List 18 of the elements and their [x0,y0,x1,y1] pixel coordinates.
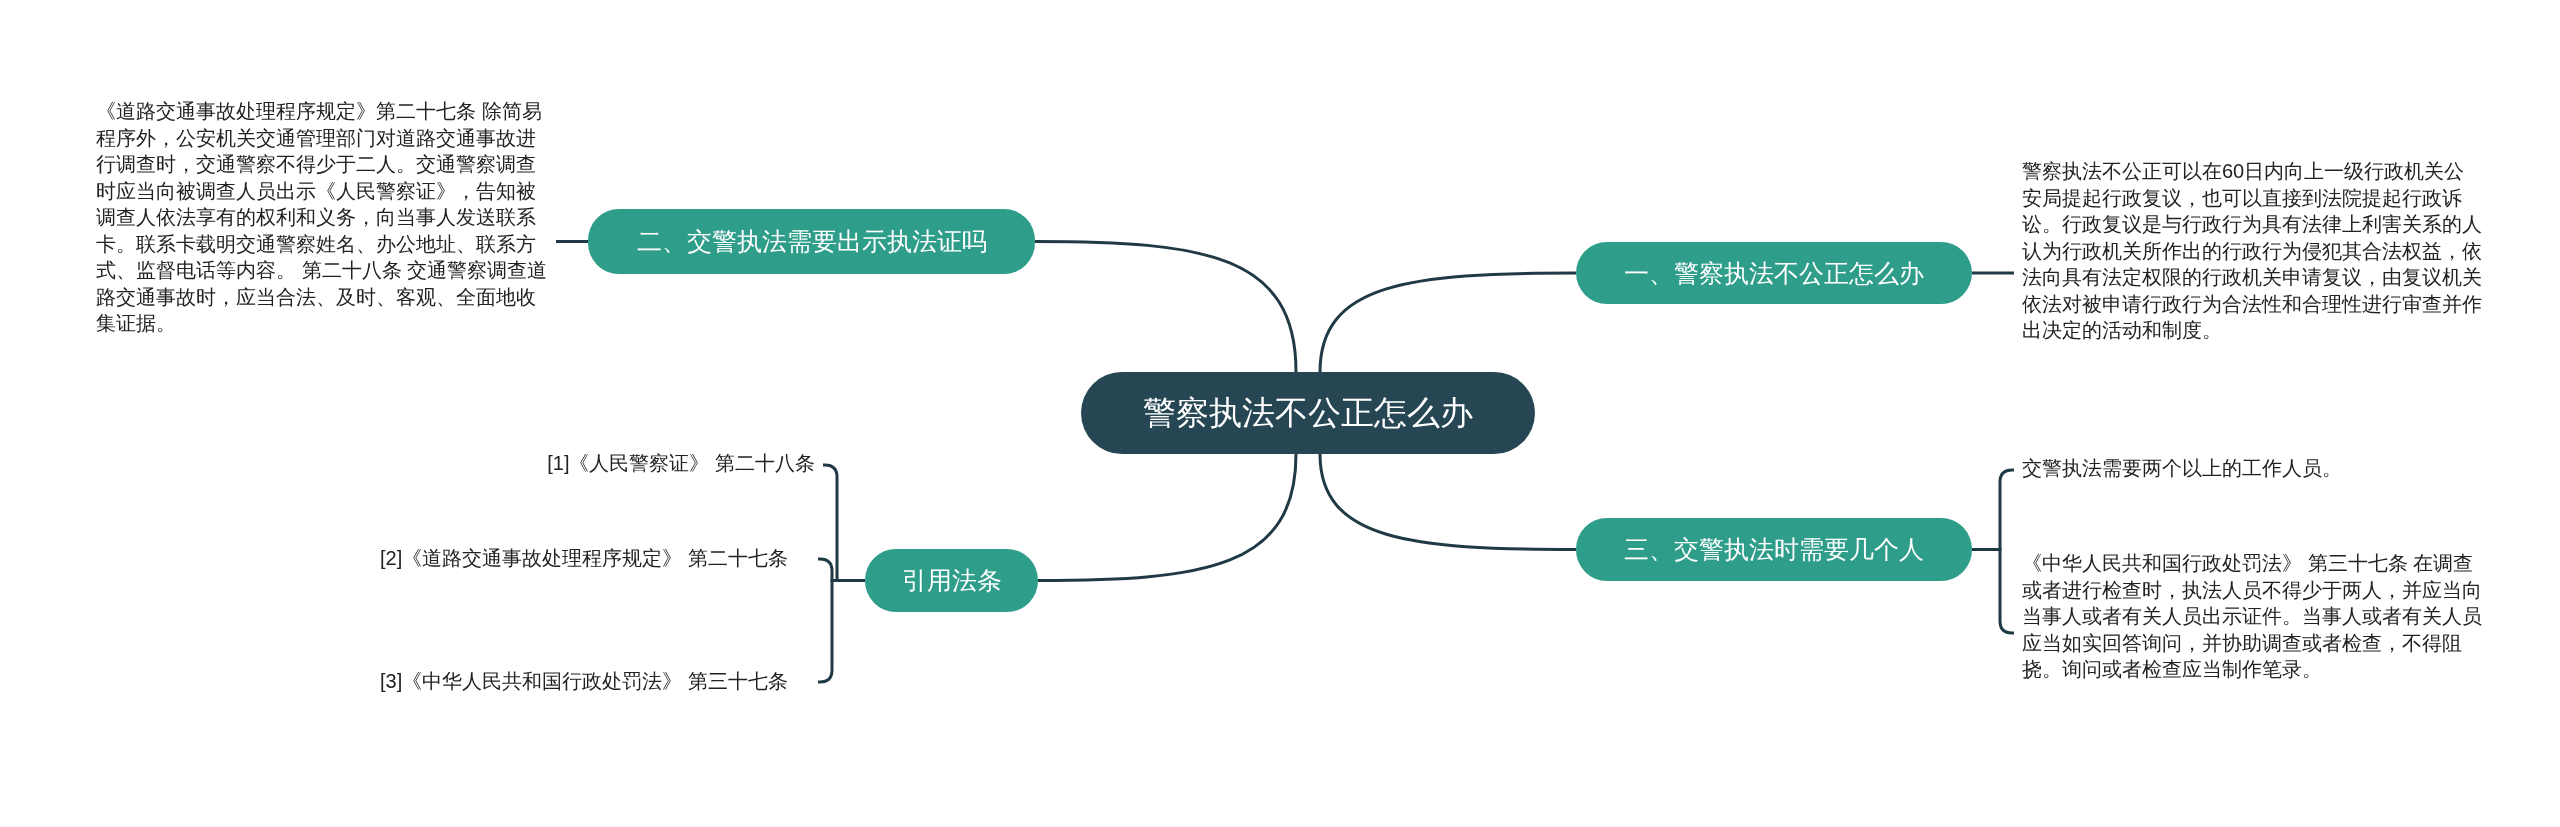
connector-line [556,240,588,243]
reference-text: [3]《中华人民共和国行政处罚法》 第三十七条 [380,668,810,695]
reference-text: [1]《人民警察证》 第二十八条 [380,450,815,477]
connector-line [1318,453,1576,551]
connector-line [1035,240,1298,373]
connector-line [1318,271,1576,373]
note-text: 《中华人民共和国行政处罚法》 第三十七条 在调查或者进行检查时，执法人员不得少于两人，并应当向当事人或者有关人员出示证件。当事人或者有关人员应当如实回答询问，并协助调查或者检查，不得阻挠。询问或者检查应当制作笔录。 [2022,550,2482,683]
topic-box: 一、警察执法不公正怎么办 [1576,242,1972,304]
topic-box: 引用法条 [865,549,1038,612]
central-topic: 警察执法不公正怎么办 [1081,372,1535,454]
note-text: 警察执法不公正可以在60日内向上一级行政机关公安局提起行政复议，也可以直接到法院提起行政诉讼。行政复议是与行政行为具有法律上利害关系的人认为行政机关所作出的行政行为侵犯其合法权益，依法向具有法定权限的行政机关申请复议，由复议机关依法对被申请行政行为合法性和合理性进行审查并作出决定的活动和制度。 [2022,158,2482,344]
connector-line [1038,453,1298,582]
connector-line [1972,271,2014,275]
reference-text: [2]《道路交通事故处理程序规定》 第二十七条 [380,545,810,572]
topic-box: 三、交警执法时需要几个人 [1576,518,1972,581]
note-text: 《道路交通事故处理程序规定》第二十七条 除简易程序外，公安机关交通管理部门对道路交通事故进行调查时，交通警察不得少于二人。交通警察调查时应当向被调查人员出示《人民警察证》，告知被调查人依法享有的权利和义务，向当事人发送联系卡。联系卡载明交通警察姓名、办公地址、联系方式、监督电话等内容。 第二十八条 交通警察调查道路交通事故时，应当合法、及时、客观、全面地收集证据。 [96,98,548,337]
topic-box: 二、交警执法需要出示执法证吗 [588,209,1035,274]
note-text: 交警执法需要两个以上的工作人员。 [2022,455,2482,482]
